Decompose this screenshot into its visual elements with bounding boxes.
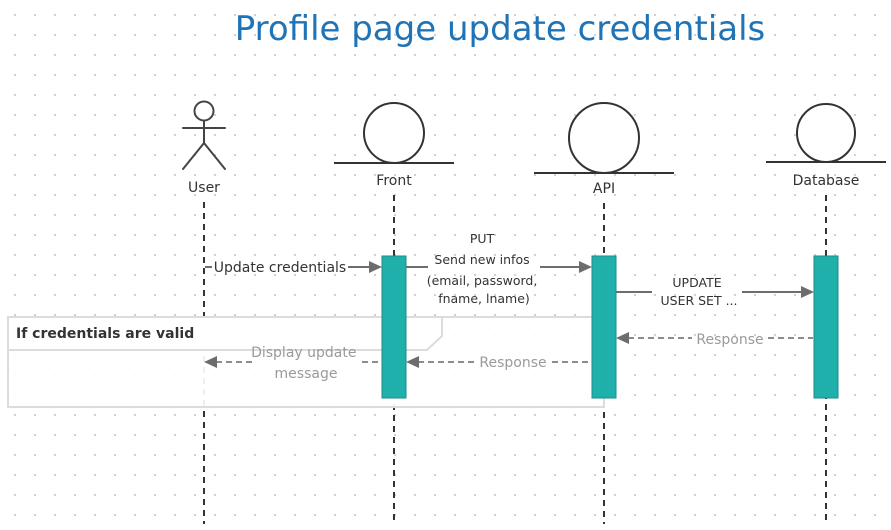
- arrowhead-icon: [204, 356, 217, 368]
- arrowhead-icon: [801, 286, 814, 298]
- arrowhead-icon: [579, 261, 592, 273]
- message-display-update[interactable]: Display update message: [204, 345, 381, 382]
- activation-database: [813, 255, 839, 399]
- participant-front-label: Front: [376, 173, 412, 189]
- actor-stick-figure-icon: [182, 100, 226, 170]
- message-response-db[interactable]: Response: [616, 332, 813, 348]
- arrowhead-icon: [406, 356, 419, 368]
- activation-api: [591, 255, 617, 399]
- fragment-label: If credentials are valid: [16, 326, 194, 342]
- message-response-api-label: Response: [479, 355, 546, 371]
- boundary-circle-icon: [766, 103, 886, 163]
- message-response-db-label: Response: [696, 332, 763, 348]
- arrowhead-icon: [616, 332, 629, 344]
- activation-front: [381, 255, 407, 399]
- participant-database-label: Database: [793, 173, 860, 189]
- participant-user[interactable]: User: [182, 100, 226, 197]
- message-update-credentials-label: Update credentials: [214, 260, 346, 276]
- participant-api[interactable]: API: [534, 102, 674, 197]
- message-update-credentials[interactable]: Update credentials: [205, 260, 382, 276]
- participant-front[interactable]: Front: [334, 102, 454, 189]
- message-put-label: PUT Send new infos (email, password, fna…: [427, 231, 542, 306]
- message-update[interactable]: UPDATE USER SET ...: [616, 275, 814, 308]
- participant-database[interactable]: Database: [766, 103, 886, 189]
- arrowhead-icon: [369, 261, 382, 273]
- fragment-if-credentials-valid[interactable]: If credentials are valid: [7, 316, 605, 408]
- message-update-label: UPDATE USER SET ...: [660, 275, 737, 308]
- boundary-circle-icon: [534, 102, 674, 174]
- message-put[interactable]: PUT Send new infos (email, password, fna…: [406, 231, 592, 306]
- message-response-api[interactable]: Response: [406, 355, 591, 371]
- participant-user-label: User: [188, 180, 220, 196]
- message-display-update-label: Display update message: [251, 345, 361, 382]
- diagram-title: Profile page update credentials: [235, 9, 766, 49]
- boundary-circle-icon: [334, 102, 454, 164]
- participant-api-label: API: [593, 181, 615, 197]
- fragment-label-tab: [7, 316, 443, 351]
